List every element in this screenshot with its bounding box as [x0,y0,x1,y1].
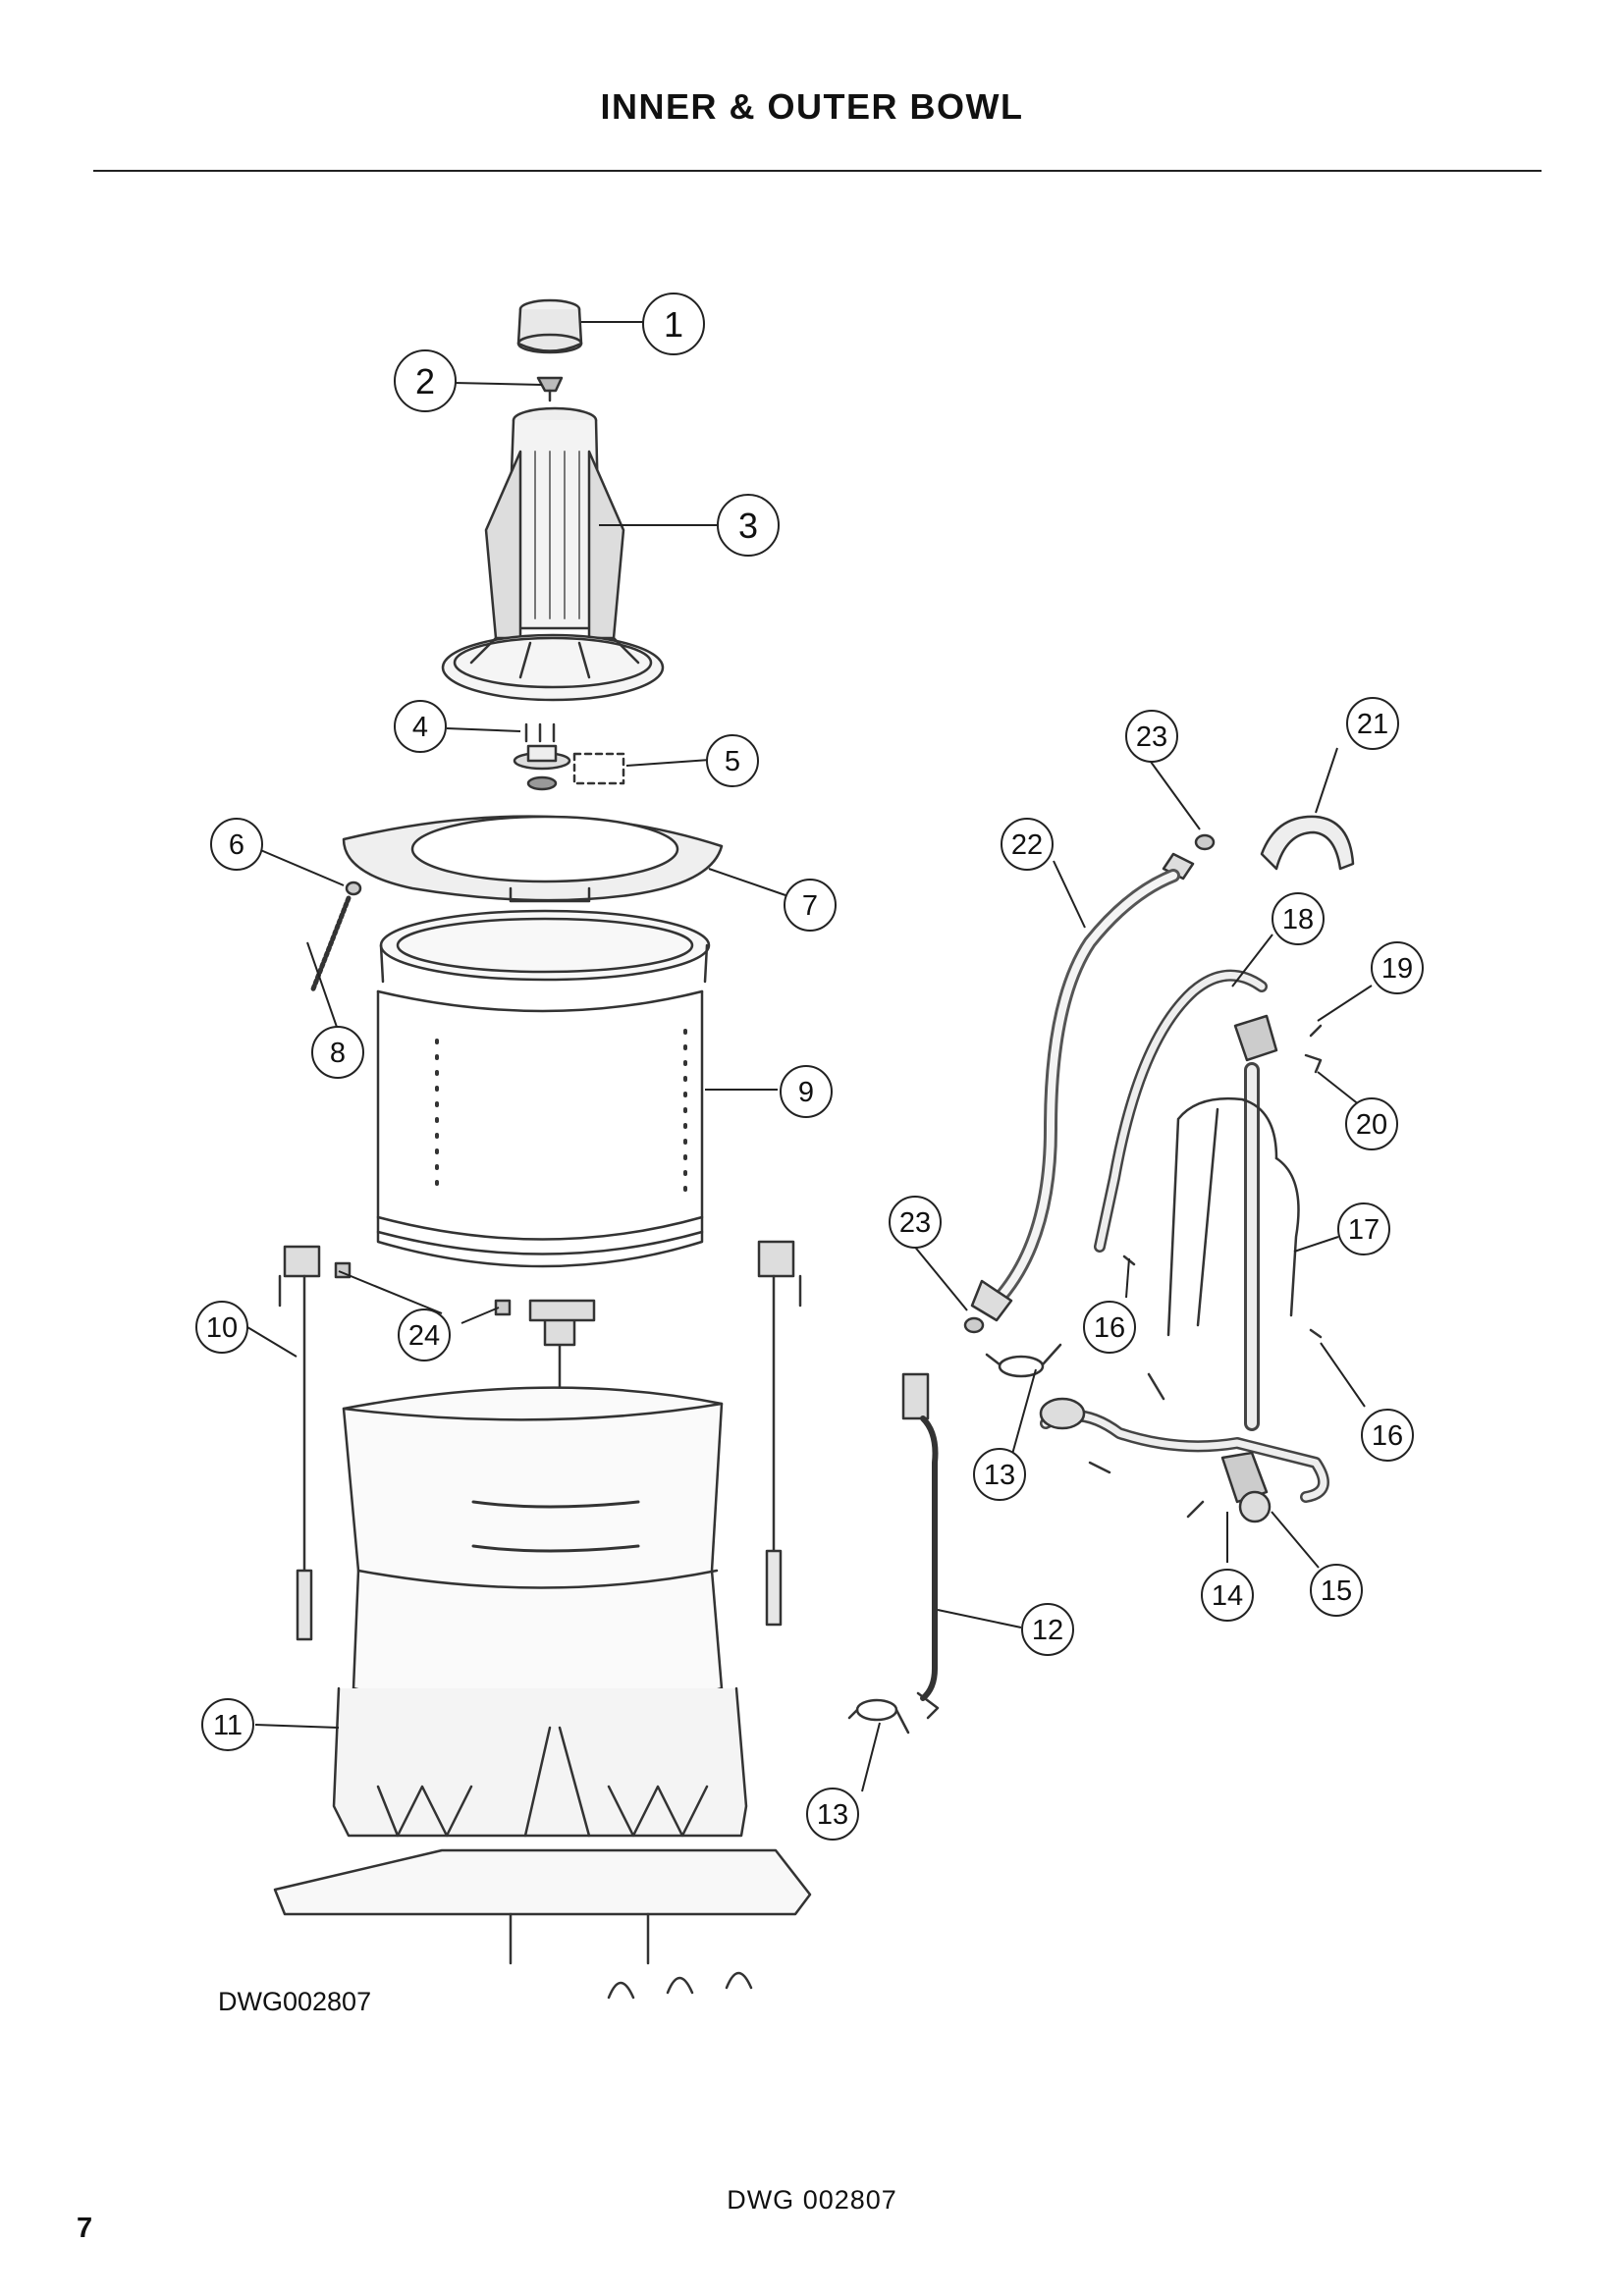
callout-number: 2 [415,361,435,401]
callout-13: 13 [806,1788,859,1841]
leader-lines [246,321,1373,1792]
part-bracket-illustration [1260,815,1355,871]
part-clip-illustration [536,376,564,402]
callout-number: 6 [229,829,244,861]
callout-number: 3 [738,506,758,546]
callout-number: 23 [1136,721,1167,753]
callout-number: 19 [1381,953,1413,985]
callout-number: 9 [798,1077,814,1108]
callout-number: 11 [213,1710,243,1741]
callout-15: 15 [1310,1564,1363,1617]
callout-number: 7 [802,890,818,922]
part-inlet-hose-illustration [963,833,1216,1334]
callout-23: 23 [1125,710,1178,763]
callout-number: 14 [1212,1580,1243,1612]
callout-number: 4 [412,712,428,743]
footer-drawing-reference: DWG 002807 [727,2185,897,2215]
callout-12: 12 [1021,1603,1074,1656]
callout-4: 4 [394,700,447,753]
callout-number: 16 [1094,1312,1125,1344]
callout-16: 16 [1361,1409,1414,1462]
callout-number: 13 [984,1460,1015,1491]
callout-number: 23 [899,1207,931,1239]
part-clips-illustration [334,1261,512,1316]
drawing-id: DWG002807 [218,1987,372,2016]
part-screws-illustration [524,722,556,743]
callout-19: 19 [1371,941,1424,994]
callout-number: 12 [1032,1615,1063,1646]
callout-number: 15 [1321,1575,1352,1607]
callout-number: 17 [1348,1214,1380,1246]
callout-24: 24 [398,1308,451,1362]
part-hose-clamps-illustration [847,1343,1062,1735]
callout-9: 9 [780,1065,833,1118]
callout-number: 16 [1372,1420,1403,1452]
part-hub-illustration [513,744,625,791]
page-title: INNER & OUTER BOWL [600,86,1024,127]
callout-6: 6 [210,818,263,871]
callout-number: 20 [1356,1109,1387,1141]
callout-16: 16 [1083,1301,1136,1354]
callout-number: 18 [1282,904,1314,935]
callout-7: 7 [784,879,837,932]
callout-23: 23 [889,1196,942,1249]
callout-17: 17 [1337,1202,1390,1255]
part-drain-hose-illustration [901,1372,940,1720]
callout-number: 13 [817,1799,848,1831]
callout-21: 21 [1346,697,1399,750]
callout-number: 8 [330,1038,346,1069]
callout-20: 20 [1345,1097,1398,1150]
callout-3: 3 [717,494,780,557]
part-inner-basket-illustration [376,909,711,1268]
part-tub-ring-illustration [342,815,724,903]
title-divider [93,170,1542,172]
callout-18: 18 [1272,892,1325,945]
callout-number: 1 [664,304,683,345]
callout-number: 22 [1011,829,1043,861]
callout-10: 10 [195,1301,248,1354]
callout-1: 1 [642,293,705,355]
part-agitator-illustration [441,406,665,702]
part-outer-tub-illustration [273,1386,812,2000]
callout-number: 21 [1357,709,1388,740]
callout-13: 13 [973,1448,1026,1501]
callout-8: 8 [311,1026,364,1079]
callout-22: 22 [1001,818,1054,871]
callout-number: 5 [725,746,740,777]
callout-number: 10 [206,1312,238,1344]
callout-number: 24 [408,1320,440,1352]
part-harness-illustration [1039,969,1329,1523]
part-cap-illustration [516,298,583,354]
callout-2: 2 [394,349,457,412]
callout-5: 5 [706,734,759,787]
callout-11: 11 [201,1698,254,1751]
page-number: 7 [77,2213,93,2244]
callout-14: 14 [1201,1569,1254,1622]
